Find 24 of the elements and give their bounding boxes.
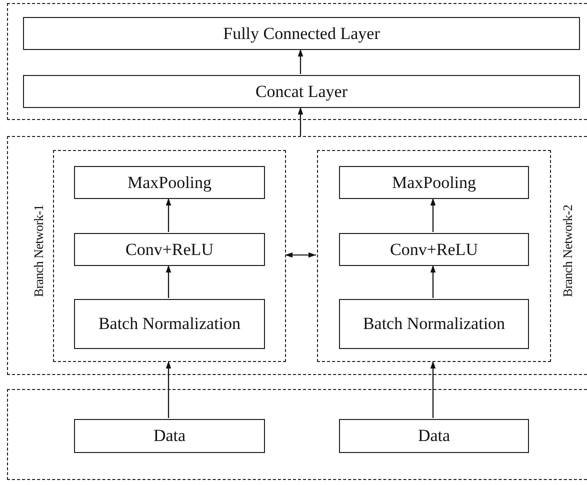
dashed-region — [7, 136, 587, 375]
layer-box: Fully Connected Layer — [23, 17, 580, 50]
arrow — [298, 107, 304, 136]
layer-box: Batch Normalization — [74, 299, 265, 349]
layer-box: Data — [74, 419, 265, 453]
layer-box: Conv+ReLU — [74, 233, 265, 266]
layer-box: Batch Normalization — [339, 299, 529, 349]
arrow — [285, 252, 316, 258]
arrow — [166, 265, 172, 298]
layer-box: Concat Layer — [23, 75, 580, 108]
layer-box: MaxPooling — [339, 166, 529, 199]
arrow — [298, 49, 304, 74]
branch-label: Branch Network-2 — [560, 204, 576, 298]
arrow — [166, 198, 172, 232]
arrow — [430, 198, 436, 232]
layer-box: MaxPooling — [74, 166, 265, 199]
layer-box: Conv+ReLU — [339, 233, 529, 266]
arrow — [166, 361, 172, 418]
dashed-region — [7, 389, 587, 480]
arrow — [430, 361, 436, 418]
layer-box: Data — [339, 419, 529, 453]
dashed-region — [7, 3, 587, 120]
branch-label: Branch Network-1 — [31, 204, 47, 298]
arrow — [430, 265, 436, 298]
